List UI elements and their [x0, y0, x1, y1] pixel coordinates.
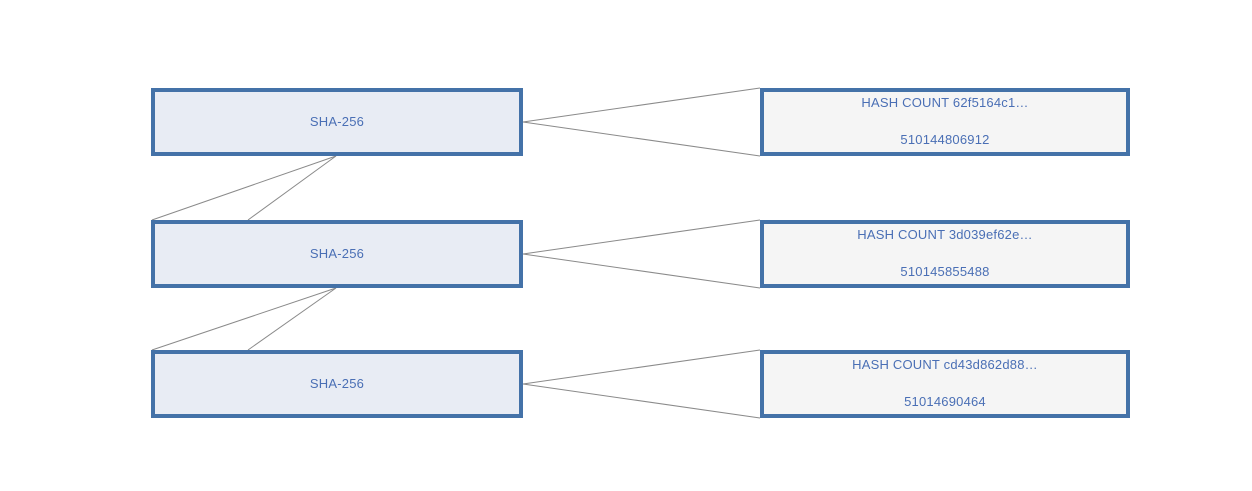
sha256-label-1: SHA-256 — [309, 113, 365, 129]
connector-v-1-leg-2 — [247, 155, 337, 221]
hash-count-box-1[interactable]: HASH COUNT 62f5164c1… 510144806912 — [760, 88, 1130, 156]
connector-h-2-leg-1 — [522, 219, 761, 255]
connector-h-3-leg-2 — [522, 383, 761, 419]
hash-count-box-2[interactable]: HASH COUNT 3d039ef62e… 510145855488 — [760, 220, 1130, 288]
hash-count-digest-3: HASH COUNT cd43d862d88… — [852, 356, 1038, 372]
hash-count-digest-1: HASH COUNT 62f5164c1… — [861, 94, 1029, 110]
sha256-box-2[interactable]: SHA-256 — [151, 220, 523, 288]
connector-h-2-leg-2 — [522, 253, 761, 289]
sha256-label-3: SHA-256 — [309, 375, 365, 391]
connector-h-3-leg-1 — [522, 349, 761, 385]
connector-v-2-leg-1 — [151, 287, 337, 351]
hash-count-digest-2: HASH COUNT 3d039ef62e… — [857, 226, 1033, 242]
hash-count-label-2: HASH COUNT 3d039ef62e… 510145855488 — [857, 207, 1032, 301]
connector-h-1-leg-1 — [522, 87, 761, 123]
connector-v-1-leg-1 — [151, 155, 337, 221]
hash-count-value-1: 510144806912 — [900, 132, 990, 148]
hash-count-label-3: HASH COUNT cd43d862d88… 51014690464 — [852, 337, 1038, 431]
hash-count-value-3: 51014690464 — [904, 394, 986, 410]
connector-v-2-leg-2 — [247, 287, 337, 351]
connector-h-1-leg-2 — [522, 121, 761, 157]
sha256-box-1[interactable]: SHA-256 — [151, 88, 523, 156]
hash-count-label-1: HASH COUNT 62f5164c1… 510144806912 — [861, 75, 1028, 169]
sha256-box-3[interactable]: SHA-256 — [151, 350, 523, 418]
sha256-label-2: SHA-256 — [309, 245, 365, 261]
hash-count-box-3[interactable]: HASH COUNT cd43d862d88… 51014690464 — [760, 350, 1130, 418]
hash-count-value-2: 510145855488 — [900, 264, 990, 280]
